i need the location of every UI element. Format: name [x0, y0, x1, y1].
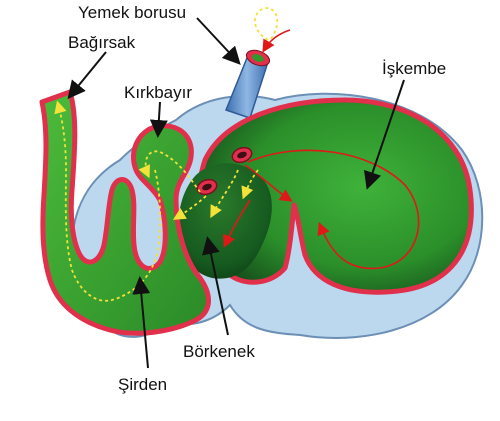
intestine-abomasum-tract [39, 89, 211, 336]
leader-intestine [67, 51, 107, 100]
leader-omasum [149, 101, 168, 138]
orifice-lower [196, 178, 218, 196]
leader-rumen [363, 79, 405, 190]
leader-esophagus [196, 17, 241, 65]
food-flow-red [223, 29, 420, 270]
leader-lines [67, 17, 405, 369]
orifice-upper [231, 146, 253, 164]
label-abomasum: Şirden [118, 375, 167, 394]
food-flow-yellow [54, 7, 279, 302]
label-reticulum: Börkenek [183, 342, 255, 361]
label-omasum: Kırkbayır [124, 83, 192, 102]
leader-reticulum [202, 236, 229, 336]
leader-abomasum [132, 276, 151, 369]
label-esophagus: Yemek borusu [78, 3, 186, 22]
label-intestine: Bağırsak [68, 33, 136, 52]
label-rumen: İşkembe [382, 59, 446, 78]
